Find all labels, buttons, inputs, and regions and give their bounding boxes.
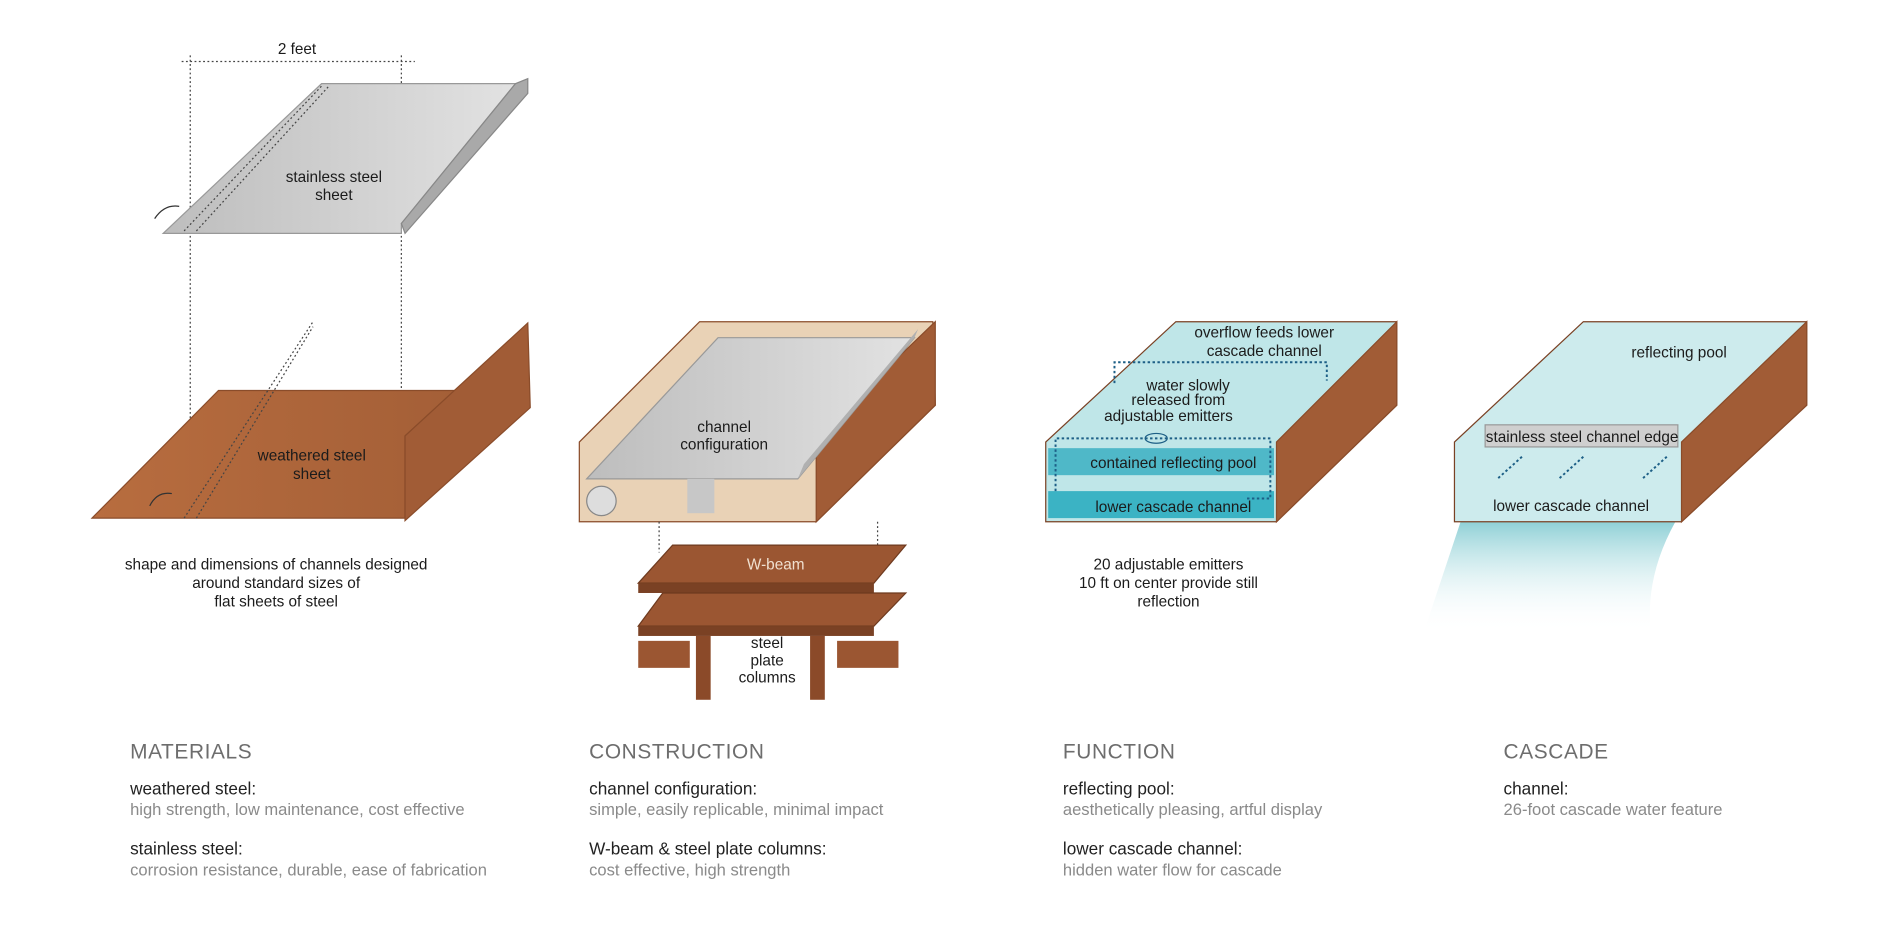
section-heading: CONSTRUCTION — [589, 741, 764, 764]
fold-arrow-icon — [149, 492, 172, 507]
label: steel — [751, 635, 783, 652]
section-heading: CASCADE — [1504, 741, 1609, 764]
label: weathered steel — [257, 447, 366, 464]
item-term: stainless steel: — [130, 838, 243, 858]
item-term: weathered steel: — [129, 778, 256, 798]
cascade-channel: reflecting pool stainless steel channel … — [1423, 320, 1808, 633]
label: reflecting pool — [1631, 344, 1726, 361]
caption: flat sheets of steel — [214, 593, 338, 610]
label: overflow feeds lower — [1194, 325, 1334, 342]
label: lower cascade channel — [1095, 499, 1251, 516]
label: released from — [1131, 392, 1225, 409]
section-heading: FUNCTION — [1063, 741, 1176, 764]
section-construction: CONSTRUCTION channel configuration: simp… — [589, 741, 884, 880]
item-desc: simple, easily replicable, minimal impac… — [589, 800, 884, 819]
label: contained reflecting pool — [1090, 455, 1256, 472]
item-desc: 26-foot cascade water feature — [1504, 800, 1723, 819]
section-function: FUNCTION reflecting pool: aesthetically … — [1063, 741, 1323, 880]
caption: shape and dimensions of channels designe… — [125, 557, 428, 574]
item-term: lower cascade channel: — [1063, 838, 1242, 858]
label: W-beam — [747, 557, 805, 574]
label: stainless steel channel edge — [1486, 429, 1679, 446]
label: columns — [739, 670, 796, 687]
section-heading: MATERIALS — [130, 741, 252, 764]
item-term: reflecting pool: — [1063, 778, 1175, 798]
item-term: channel: — [1504, 778, 1569, 798]
function-channel: overflow feeds lower cascade channel wat… — [1045, 320, 1398, 610]
label: channel — [697, 419, 751, 436]
section-materials: MATERIALS weathered steel: high strength… — [129, 741, 487, 880]
label: stainless steel — [286, 169, 382, 186]
label: cascade channel — [1207, 343, 1322, 360]
label: sheet — [315, 187, 353, 204]
item-term: W-beam & steel plate columns: — [589, 838, 826, 858]
item-desc: cost effective, high strength — [589, 860, 790, 879]
caption: around standard sizes of — [192, 575, 361, 592]
label: configuration — [680, 436, 768, 453]
label: plate — [750, 652, 783, 669]
item-desc: hidden water flow for cascade — [1063, 860, 1282, 879]
label: adjustable emitters — [1104, 408, 1233, 425]
item-desc: high strength, low maintenance, cost eff… — [130, 800, 465, 819]
fold-arrow-icon — [154, 205, 180, 219]
caption: reflection — [1137, 593, 1199, 610]
dimension-label: 2 feet — [278, 41, 317, 58]
item-desc: corrosion resistance, durable, ease of f… — [130, 860, 487, 879]
w-beam-columns: W-beam steel plate columns — [636, 544, 908, 700]
item-desc: aesthetically pleasing, artful display — [1063, 800, 1323, 819]
section-cascade: CASCADE channel: 26-foot cascade water f… — [1504, 741, 1723, 819]
label: sheet — [293, 466, 331, 483]
weathered-steel-sheet: weathered steel sheet shape and dimensio… — [90, 321, 531, 610]
label: water slowly — [1145, 377, 1230, 394]
caption: 20 adjustable emitters — [1093, 557, 1243, 574]
item-term: channel configuration: — [589, 778, 757, 798]
label: lower cascade channel — [1493, 498, 1649, 515]
caption: 10 ft on center provide still — [1079, 575, 1258, 592]
stainless-steel-sheet: 2 feet stainless steel sheet — [154, 41, 529, 516]
construction-channel: channel configuration — [578, 320, 936, 553]
